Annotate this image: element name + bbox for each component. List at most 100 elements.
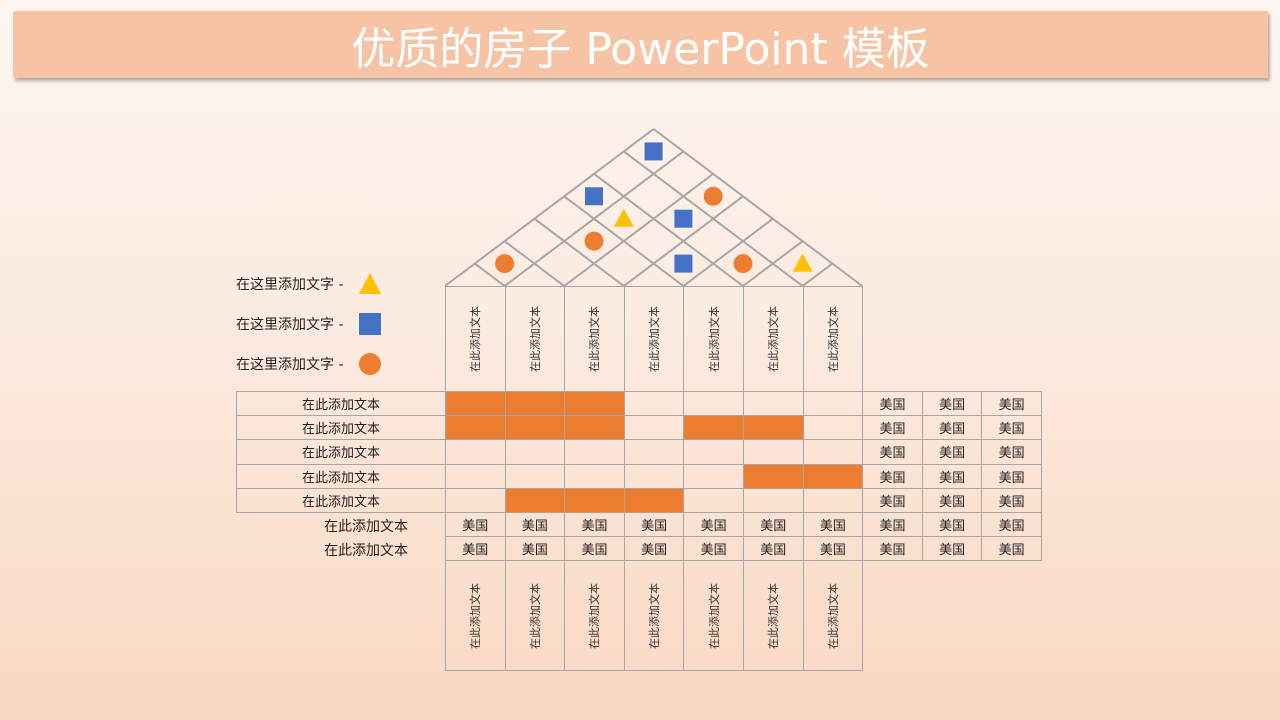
bottom-header-cell: 在此添加文本	[683, 560, 744, 671]
roof-line	[623, 150, 804, 287]
value-cell: 美国	[862, 536, 923, 562]
value-cell: 美国	[564, 512, 625, 538]
square-symbol	[674, 209, 693, 228]
filled-cell	[564, 487, 625, 513]
triangle-symbol	[792, 253, 813, 272]
value-cell: 美国	[564, 536, 625, 562]
filled-cell	[445, 415, 506, 441]
empty-cell	[623, 463, 685, 489]
roof-line	[682, 217, 774, 287]
value-cell: 美国	[921, 439, 983, 465]
top-header-cell: 在此添加文本	[445, 286, 506, 392]
empty-cell	[623, 391, 685, 417]
value-cell: 美国	[802, 512, 864, 538]
filled-cell	[623, 487, 685, 513]
value-cell: 美国	[981, 463, 1042, 489]
bottom-header-cell: 在此添加文本	[743, 560, 804, 671]
value-cell: 美国	[921, 391, 983, 417]
top-header-cell: 在此添加文本	[802, 286, 864, 392]
row-label-cell: 在此添加文本	[236, 391, 446, 417]
filled-cell	[802, 463, 864, 489]
value-cell: 美国	[802, 536, 864, 562]
empty-cell	[623, 415, 685, 441]
title-bar: 优质的房子 PowerPoint 模板	[13, 11, 1268, 78]
roof-line	[563, 195, 685, 287]
roof-line	[563, 173, 714, 287]
square-symbol	[674, 254, 693, 273]
bottom-header-cell: 在此添加文本	[802, 560, 864, 671]
row-label: 在此添加文本	[324, 543, 408, 560]
value-cell: 美国	[623, 536, 685, 562]
roof-line	[593, 173, 744, 287]
row-label: 在此添加文本	[324, 519, 408, 535]
bottom-header-cell: 在此添加文本	[623, 560, 685, 671]
row-label-cell: 在此添加文本	[236, 415, 446, 441]
legend-item: 在这里添加文字 -	[236, 272, 382, 296]
filled-cell	[564, 415, 625, 441]
square-symbol	[644, 142, 663, 161]
value-cell: 美国	[981, 487, 1042, 513]
roof-correlation-matrix	[444, 128, 863, 287]
empty-cell	[683, 439, 744, 465]
bottom-header-cell: 在此添加文本	[445, 560, 506, 671]
value-cell: 美国	[862, 439, 923, 465]
value-cell: 美国	[921, 415, 983, 441]
filled-cell	[683, 415, 744, 441]
roof-line	[503, 240, 565, 287]
filled-cell	[445, 391, 506, 417]
empty-cell	[802, 415, 864, 441]
empty-cell	[743, 487, 804, 513]
roof-line	[801, 262, 834, 287]
filled-cell	[743, 415, 804, 441]
legend-item: 在这里添加文字 -	[236, 352, 382, 376]
legend-item: 在这里添加文字 -	[236, 312, 382, 336]
value-cell: 美国	[743, 512, 804, 538]
value-cell: 美国	[981, 391, 1042, 417]
value-cell: 美国	[445, 512, 506, 538]
triangle-symbol	[613, 208, 634, 227]
bottom-header-cell: 在此添加文本	[504, 560, 566, 671]
row-label-cell: 在此添加文本	[236, 463, 446, 489]
square-symbol	[585, 187, 603, 206]
top-header-cell: 在此添加文本	[623, 286, 685, 392]
empty-cell	[802, 391, 864, 417]
empty-cell	[623, 439, 685, 465]
filled-cell	[504, 487, 566, 513]
value-cell: 美国	[981, 439, 1042, 465]
value-cell: 美国	[862, 487, 923, 513]
value-cell: 美国	[504, 512, 566, 538]
empty-cell	[504, 439, 566, 465]
value-cell: 美国	[683, 512, 744, 538]
roof-line	[474, 262, 506, 287]
slide-title: 优质的房子 PowerPoint 模板	[351, 23, 930, 75]
empty-cell	[683, 463, 744, 489]
top-header-cell: 在此添加文本	[683, 286, 744, 392]
top-header-cell: 在此添加文本	[564, 286, 625, 392]
row-label-cell: 在此添加文本	[236, 439, 446, 465]
value-cell: 美国	[743, 536, 804, 562]
filled-cell	[504, 415, 566, 441]
empty-cell	[504, 463, 566, 489]
legend-label: 在这里添加文字 -	[236, 277, 344, 293]
top-header-cell: 在此添加文本	[743, 286, 804, 392]
value-cell: 美国	[862, 391, 923, 417]
empty-cell	[683, 391, 744, 417]
value-cell: 美国	[981, 512, 1042, 538]
legend-label: 在这里添加文字 -	[236, 357, 344, 373]
value-cell: 美国	[683, 536, 744, 562]
value-cell: 美国	[504, 536, 566, 562]
circle-symbol	[733, 254, 753, 274]
filled-cell	[564, 391, 625, 417]
empty-cell	[743, 439, 804, 465]
value-cell: 美国	[862, 415, 923, 441]
value-cell: 美国	[921, 512, 983, 538]
row-label-cell: 在此添加文本	[236, 487, 446, 513]
empty-cell	[445, 487, 506, 513]
circle-symbol	[495, 254, 515, 274]
triangle-icon	[358, 273, 381, 294]
value-cell: 美国	[981, 415, 1042, 441]
circle-symbol	[584, 231, 604, 251]
roof-line	[533, 217, 625, 287]
empty-cell	[445, 463, 506, 489]
empty-cell	[564, 463, 625, 489]
